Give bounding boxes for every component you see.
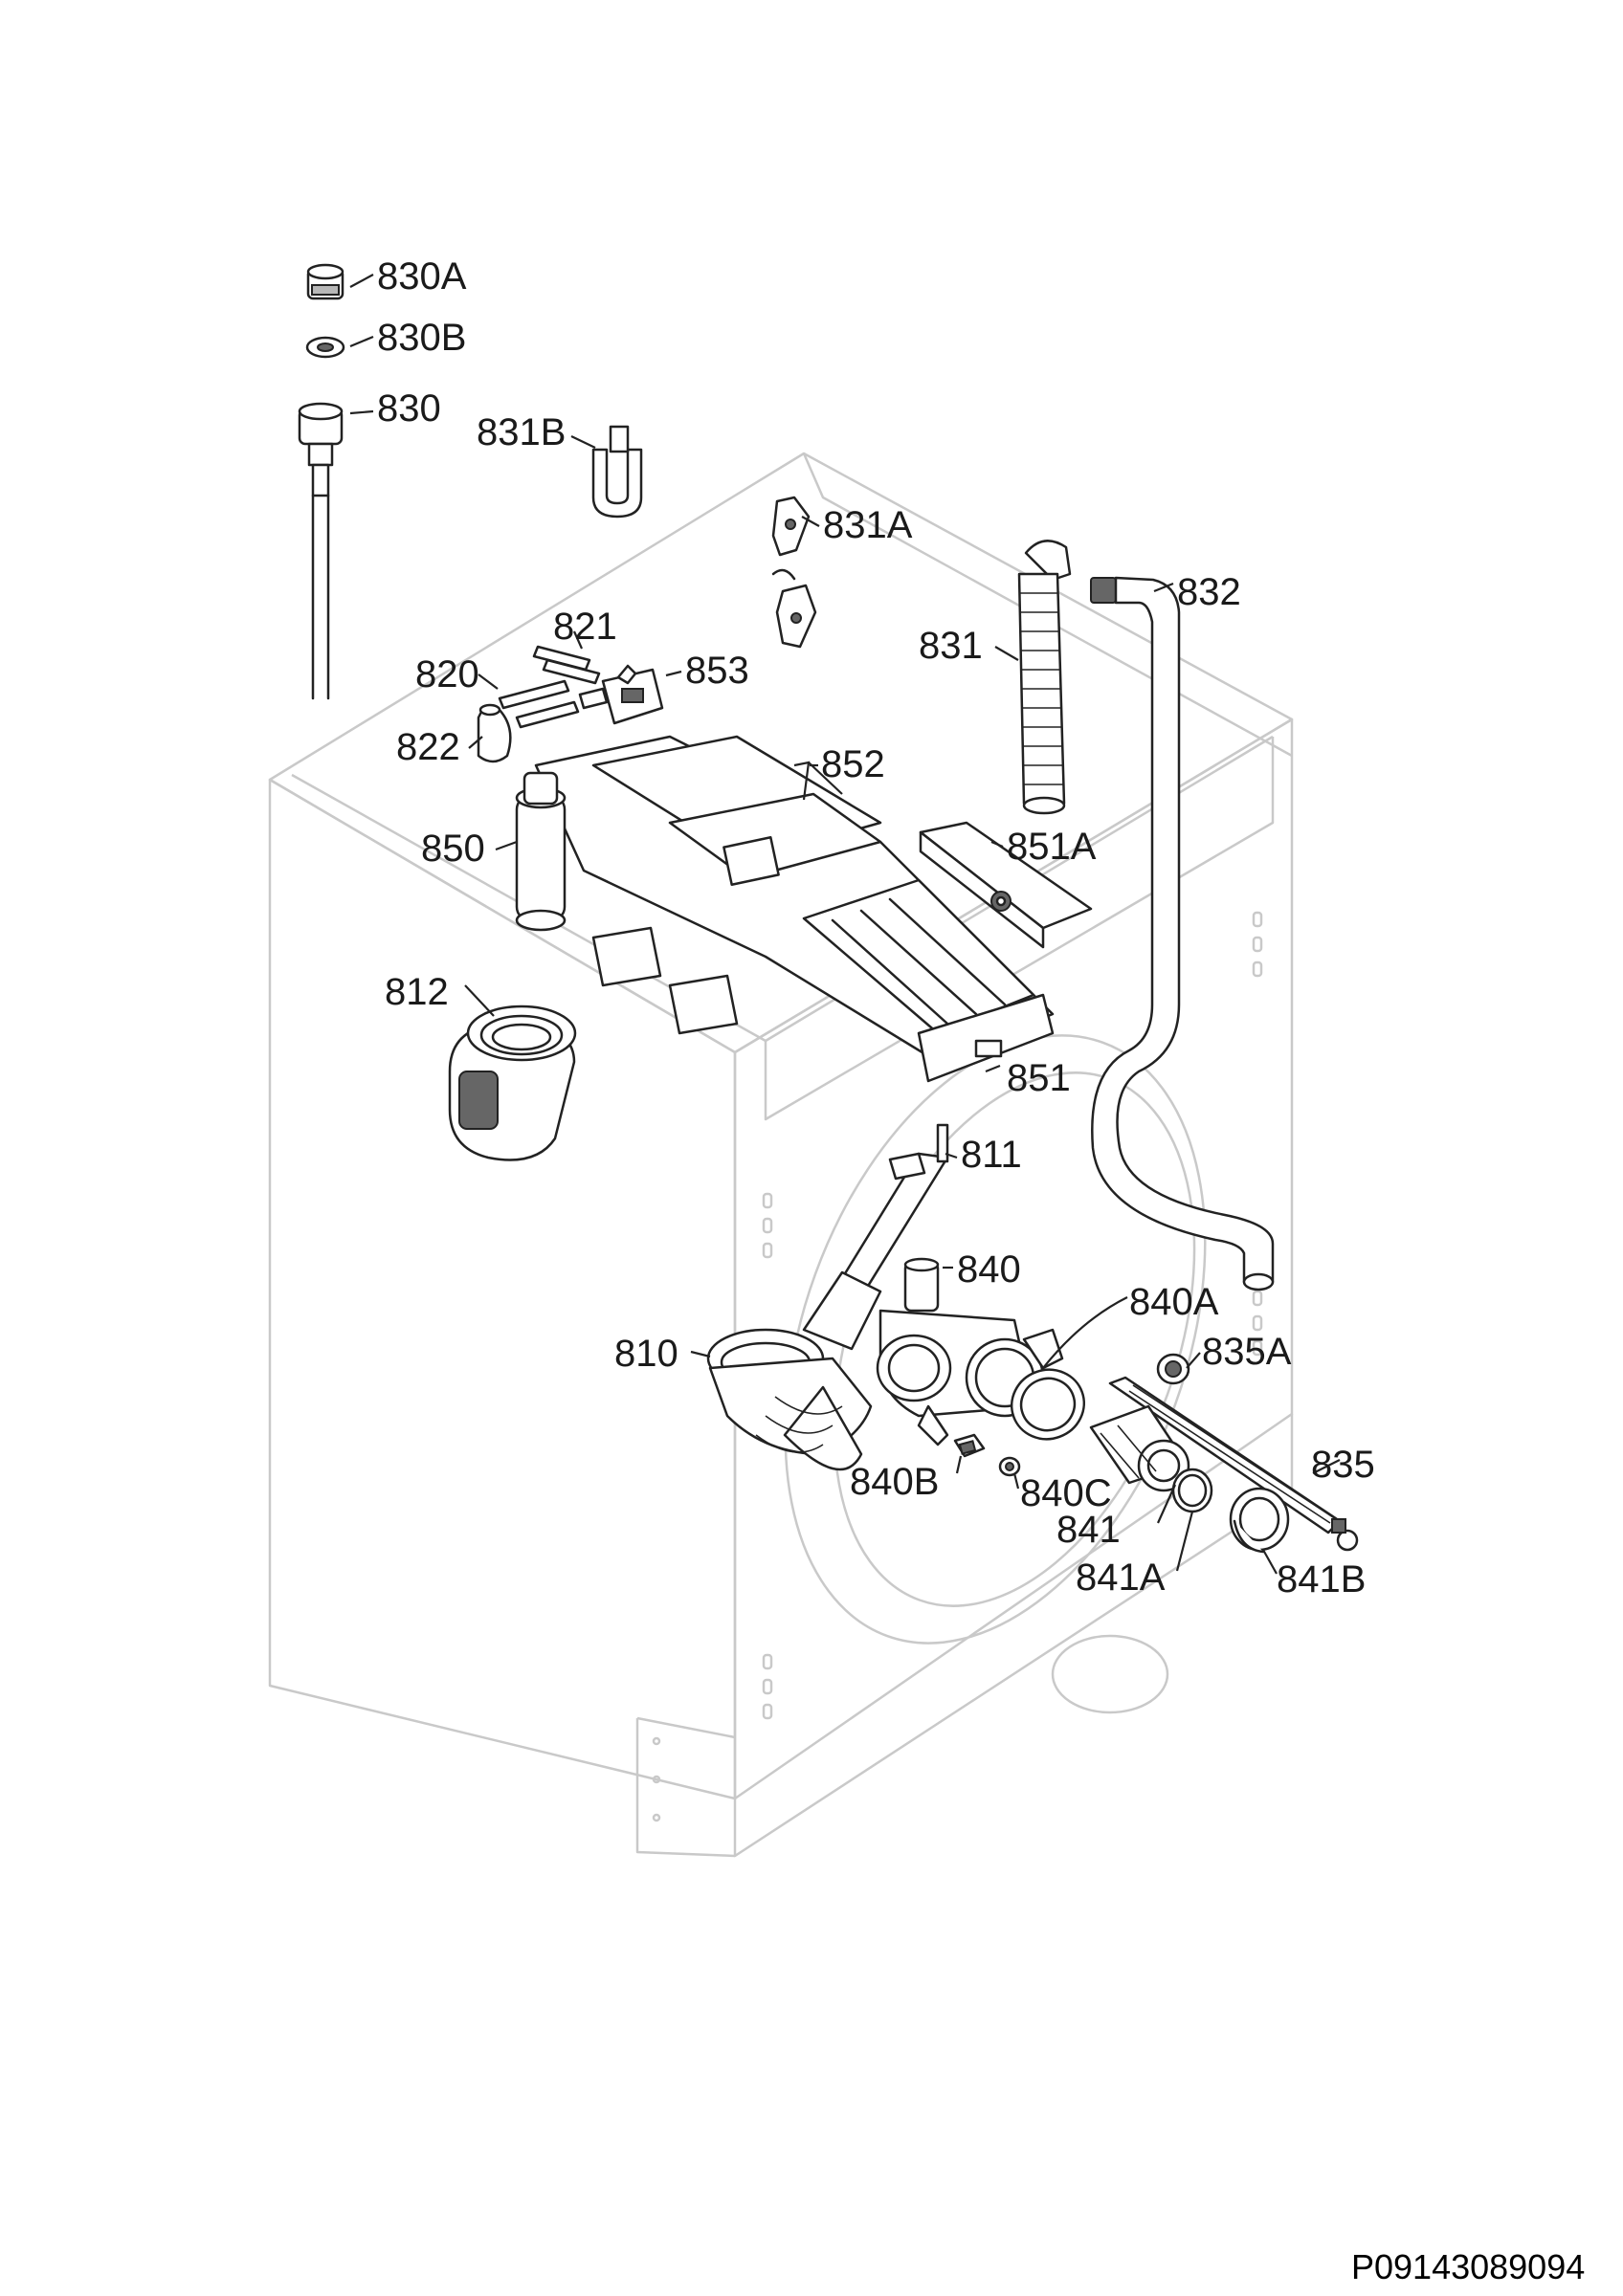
label-830a: 830A — [377, 255, 467, 298]
label-811: 811 — [961, 1134, 1022, 1176]
drain-hose-corrugation — [1020, 592, 1063, 785]
cabinet-vent-slots — [652, 911, 1263, 1822]
label-812: 812 — [385, 971, 449, 1013]
label-810: 810 — [614, 1333, 678, 1375]
part-840-pump-housing — [876, 1257, 1064, 1446]
part-820-hose — [498, 679, 580, 729]
part-841a-o-ring — [1171, 1468, 1213, 1513]
label-830b: 830B — [377, 317, 466, 359]
part-830a-nut — [306, 263, 345, 300]
part-822-hose — [477, 703, 512, 763]
part-812-bellows — [448, 1004, 577, 1161]
label-831: 831 — [919, 625, 983, 667]
part-830-inlet-hose — [298, 402, 344, 700]
label-852: 852 — [821, 743, 885, 785]
label-840a: 840A — [1129, 1281, 1219, 1323]
label-841: 841 — [1056, 1509, 1121, 1551]
leader-lines — [349, 274, 1341, 1575]
label-840: 840 — [957, 1248, 1021, 1291]
part-841b-cap — [1229, 1487, 1290, 1554]
part-831b-hose-clip — [591, 425, 643, 519]
label-841b: 841B — [1277, 1558, 1366, 1601]
label-831b: 831B — [477, 411, 566, 453]
part-840b-clip — [953, 1433, 986, 1458]
label-840c: 840C — [1020, 1472, 1112, 1514]
part-835-threaded-rod — [1108, 1376, 1359, 1552]
part-831-drain-hose — [1017, 540, 1072, 815]
label-841a: 841A — [1076, 1556, 1166, 1599]
label-853: 853 — [685, 650, 749, 692]
label-830: 830 — [377, 387, 441, 430]
label-822: 822 — [396, 726, 460, 768]
part-810-tub-bellows — [706, 1270, 882, 1471]
part-840c-nut — [998, 1456, 1021, 1477]
label-851a: 851A — [1007, 826, 1097, 868]
part-835a-cap — [1156, 1353, 1190, 1385]
label-835: 835 — [1311, 1444, 1375, 1486]
label-832: 832 — [1177, 571, 1241, 613]
label-851: 851 — [1007, 1057, 1071, 1099]
document-id: P09143089094 — [1351, 2247, 1585, 2286]
part-853-valve — [578, 664, 664, 725]
part-832-outlet-hose — [1090, 576, 1275, 1292]
part-821-hose — [532, 645, 601, 685]
part-840a-seal-ring — [1010, 1368, 1086, 1441]
label-835a: 835A — [1202, 1331, 1292, 1373]
label-821: 821 — [553, 606, 617, 648]
label-831a: 831A — [823, 504, 913, 546]
label-820: 820 — [415, 653, 479, 695]
part-831a-clips — [771, 496, 817, 649]
label-840b: 840B — [850, 1461, 939, 1503]
part-851a-drawer-handle — [919, 821, 1093, 949]
part-850-852-dispenser-housing — [515, 735, 1055, 1083]
part-labels: 830A 830B 830 831B 831A 832 831 821 820 … — [377, 255, 1375, 1601]
label-850: 850 — [421, 828, 485, 870]
part-830b-washer — [305, 336, 345, 359]
